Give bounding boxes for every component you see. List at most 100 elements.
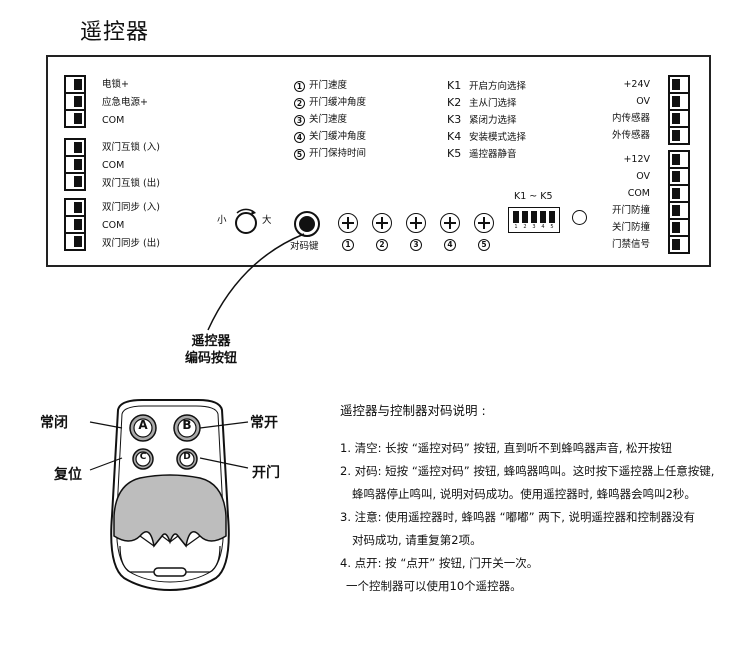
adjust-button-4[interactable] [440,213,460,233]
instruction-line: 2. 对码: 短按 “遥控对码” 按钮, 蜂鸣器鸣叫。这时按下遥控器上任意按键, [340,464,715,478]
remote-label-a: 常闭 [40,415,68,431]
dip-switch[interactable]: 1 2 3 4 5 [508,207,560,233]
adjust-button-2[interactable] [372,213,392,233]
terminal[interactable] [669,127,689,144]
dip-toggle[interactable] [522,211,528,223]
k-key: K3 [447,113,462,126]
adjust-button-5[interactable] [474,213,494,233]
knob-large-label: 大 [262,215,272,226]
terminal[interactable] [65,110,85,127]
adjust-number: 2 [376,239,388,251]
setting-label: 开门速度 [309,80,348,91]
terminal[interactable] [669,93,689,110]
remote-label-b: 常开 [250,415,278,431]
setting-item: 1 开门速度 [294,80,347,92]
terminal[interactable] [65,139,85,156]
pairing-code-button[interactable] [294,211,320,237]
terminal[interactable] [65,233,85,250]
callout-line-2: 编码按钮 [184,351,237,366]
status-led [572,210,587,225]
dip-number: 3 [532,224,536,230]
dip-toggle[interactable] [549,211,555,223]
remote-button-c[interactable]: C [139,452,147,462]
terminal-label: COM [102,220,125,231]
dip-number: 1 [514,224,518,230]
setting-item: 3 关门速度 [294,114,347,126]
terminal[interactable] [669,110,689,127]
dip-switch-label: K1 ~ K5 [514,191,553,202]
k-label: 紧闭力选择 [469,115,517,126]
terminal-label: 内传感器 [611,113,650,124]
k-key: K4 [447,130,462,143]
callout-label: 遥控器 编码按钮 [176,333,246,367]
terminal[interactable] [65,156,85,173]
terminal[interactable] [669,76,689,93]
terminal-label: 开门防撞 [611,205,650,216]
terminal[interactable] [65,93,85,110]
setting-number: 1 [294,81,305,92]
right-terminal-group-bottom [668,150,690,254]
adjust-number: 4 [444,239,456,251]
terminal[interactable] [65,76,85,93]
terminal-label: COM [102,115,125,126]
terminal-label: 电锁+ [102,79,129,90]
speed-knob[interactable] [230,205,262,237]
adjust-number: 5 [478,239,490,251]
instruction-line: 对码成功, 请重复第2项。 [352,533,482,547]
remote-button-d[interactable]: D [183,452,191,462]
setting-label: 关门速度 [309,114,348,125]
remote-label-d: 开门 [252,465,280,481]
adjust-number: 3 [410,239,422,251]
instruction-line: 1. 清空: 长按 “遥控对码” 按钮, 直到听不到蜂鸣器声音, 松开按钮 [340,441,673,455]
terminal-label: 门禁信号 [611,239,650,250]
terminal-label: 应急电源+ [102,97,148,108]
setting-number: 3 [294,115,305,126]
k-setting-item: K4 安装模式选择 [447,131,526,144]
setting-label: 关门缓冲角度 [309,131,367,142]
terminal[interactable] [65,199,85,216]
setting-label: 开门缓冲角度 [309,97,367,108]
terminal[interactable] [669,168,689,185]
remote-control [110,399,230,592]
k-label: 遥控器静音 [469,149,517,160]
adjust-button-3[interactable] [406,213,426,233]
dip-number: 2 [523,224,527,230]
page-title: 遥控器 [80,20,150,45]
callout-line [207,233,305,331]
terminal-label: 双门同步 (入) [102,202,160,213]
dip-number: 5 [550,224,554,230]
dip-toggle[interactable] [513,211,519,223]
terminal[interactable] [669,185,689,202]
adjust-button-1[interactable] [338,213,358,233]
left-terminal-group-3 [64,198,86,251]
k-setting-item: K5 遥控器静音 [447,148,517,161]
callout-line-1: 遥控器 [191,334,231,349]
terminal-label: OV [636,96,650,107]
terminal[interactable] [669,236,689,253]
remote-button-b[interactable]: B [182,418,192,432]
dip-toggle[interactable] [531,211,537,223]
controller-panel [46,55,711,267]
remote-button-a[interactable]: A [138,418,148,432]
terminal[interactable] [65,216,85,233]
left-terminal-group-2 [64,138,86,191]
k-label: 安装模式选择 [469,132,527,143]
terminal[interactable] [65,173,85,190]
terminal-label: 双门互锁 (入) [102,142,160,153]
instruction-line: 3. 注意: 使用遥控器时, 蜂鸣器 “嘟嘟” 两下, 说明遥控器和控制器没有 [340,510,696,524]
k-key: K5 [447,147,462,160]
terminal-label: COM [627,188,650,199]
instructions-heading: 遥控器与控制器对码说明 : [340,403,486,418]
terminal-label: 双门同步 (出) [102,238,160,249]
k-label: 主从门选择 [469,98,517,109]
terminal[interactable] [669,219,689,236]
left-terminal-group-1 [64,75,86,128]
dip-toggle[interactable] [540,211,546,223]
k-label: 开启方向选择 [469,81,527,92]
terminal[interactable] [669,151,689,168]
terminal-label: 关门防撞 [611,222,650,233]
terminal[interactable] [669,202,689,219]
